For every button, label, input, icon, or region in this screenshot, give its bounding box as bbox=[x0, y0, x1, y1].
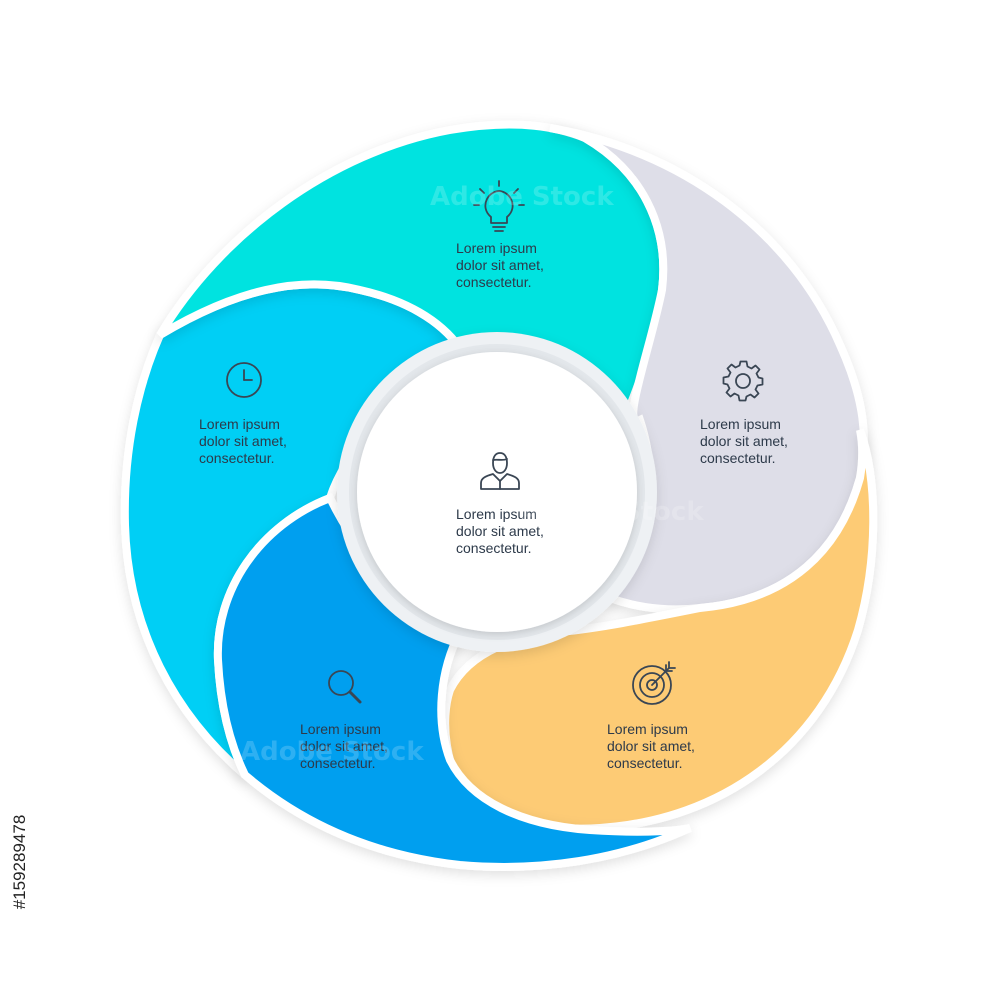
lightbulb-icon bbox=[473, 180, 525, 232]
svg-text:Adobe Stock: Adobe Stock bbox=[240, 737, 424, 767]
segment-bottom-left bbox=[213, 492, 692, 871]
target-icon bbox=[632, 661, 676, 705]
stock-id-label: #159289478 bbox=[10, 814, 29, 910]
segment-top-text: Lorem ipsum dolor sit amet, consectetur. bbox=[456, 240, 548, 290]
svg-text:Adobe Stock: Adobe Stock bbox=[430, 182, 614, 212]
svg-text:Adobe Stock: Adobe Stock bbox=[520, 497, 704, 527]
segment-bottom-right-text: Lorem ipsum dolor sit amet, consectetur. bbox=[607, 721, 699, 771]
segment-left-text: Lorem ipsum dolor sit amet, consectetur. bbox=[199, 416, 291, 466]
search-icon bbox=[328, 670, 362, 704]
icons bbox=[226, 180, 764, 705]
user-icon bbox=[480, 452, 520, 490]
center-text: Lorem ipsum dolor sit amet, consectetur. bbox=[456, 506, 548, 556]
center-hub bbox=[337, 332, 657, 652]
segment-texts: Lorem ipsum dolor sit amet, consectetur.… bbox=[199, 240, 792, 771]
segment-right-text: Lorem ipsum dolor sit amet, consectetur. bbox=[700, 416, 792, 466]
segment-right bbox=[549, 124, 868, 614]
watermark: Adobe Stock Adobe Stock Adobe Stock bbox=[240, 182, 704, 767]
gear-icon bbox=[722, 360, 764, 402]
clock-icon bbox=[226, 362, 262, 398]
segment-bottom-left-text: Lorem ipsum dolor sit amet, consectetur. bbox=[300, 721, 392, 771]
